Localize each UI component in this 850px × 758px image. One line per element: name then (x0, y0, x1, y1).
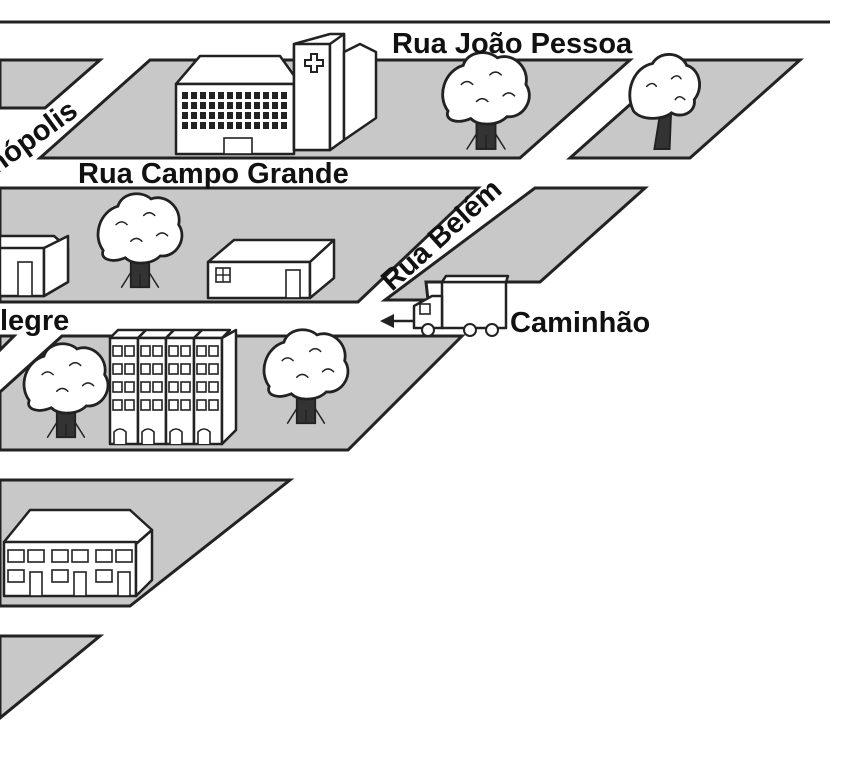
block-bottom-left (0, 634, 105, 720)
block-top-left (0, 58, 104, 110)
block-sliver (0, 334, 18, 353)
arrow-left-icon (380, 314, 414, 328)
townhouse-icon (2, 508, 154, 598)
apartment-building-icon (108, 328, 238, 446)
street-label-campo-grande: Rua Campo Grande (78, 158, 349, 190)
street-label-porto-alegre: legre (0, 305, 69, 337)
vehicle-label: Caminhão (510, 307, 650, 339)
street-label-joao-pessoa: Rua João Pessoa (392, 28, 633, 60)
hospital-icon (174, 32, 378, 156)
house-icon (0, 234, 70, 298)
truck-icon (412, 274, 510, 337)
block-belem-right (380, 186, 649, 302)
house-icon (206, 238, 336, 300)
